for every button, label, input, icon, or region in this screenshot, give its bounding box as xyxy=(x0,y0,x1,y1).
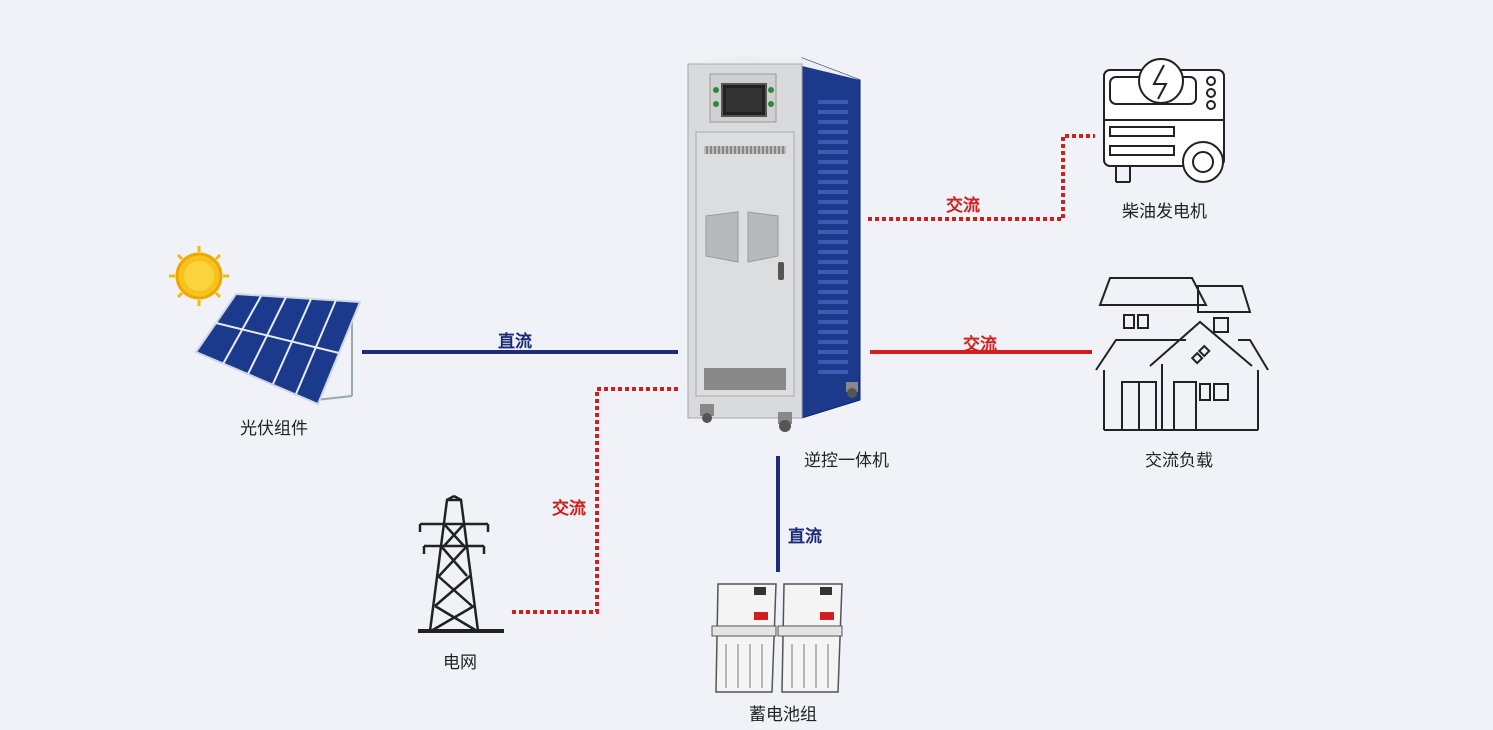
house-icon xyxy=(1095,277,1269,431)
grid-link-label: 交流 xyxy=(552,499,586,519)
generator-link-label: 交流 xyxy=(946,196,980,216)
grid-label: 电网 xyxy=(443,653,477,673)
generator-label: 柴油发电机 xyxy=(1122,202,1207,222)
grid-ac-line xyxy=(512,387,678,614)
solar-panel-icon xyxy=(194,292,362,406)
inverter-cabinet-icon xyxy=(687,56,861,432)
sun-icon xyxy=(169,246,229,306)
battery-pack-icon xyxy=(711,583,843,693)
battery-label: 蓄电池组 xyxy=(749,705,817,725)
generator-ac-line xyxy=(868,134,1095,221)
battery-link-label: 直流 xyxy=(788,527,822,547)
solar-label: 光伏组件 xyxy=(240,419,308,439)
power-tower-icon xyxy=(418,494,504,633)
load-link-label: 交流 xyxy=(963,335,997,355)
diesel-generator-icon xyxy=(1103,58,1225,183)
solar-link-label: 直流 xyxy=(498,332,532,352)
inverter-label: 逆控一体机 xyxy=(804,451,889,471)
load-label: 交流负载 xyxy=(1145,451,1213,471)
